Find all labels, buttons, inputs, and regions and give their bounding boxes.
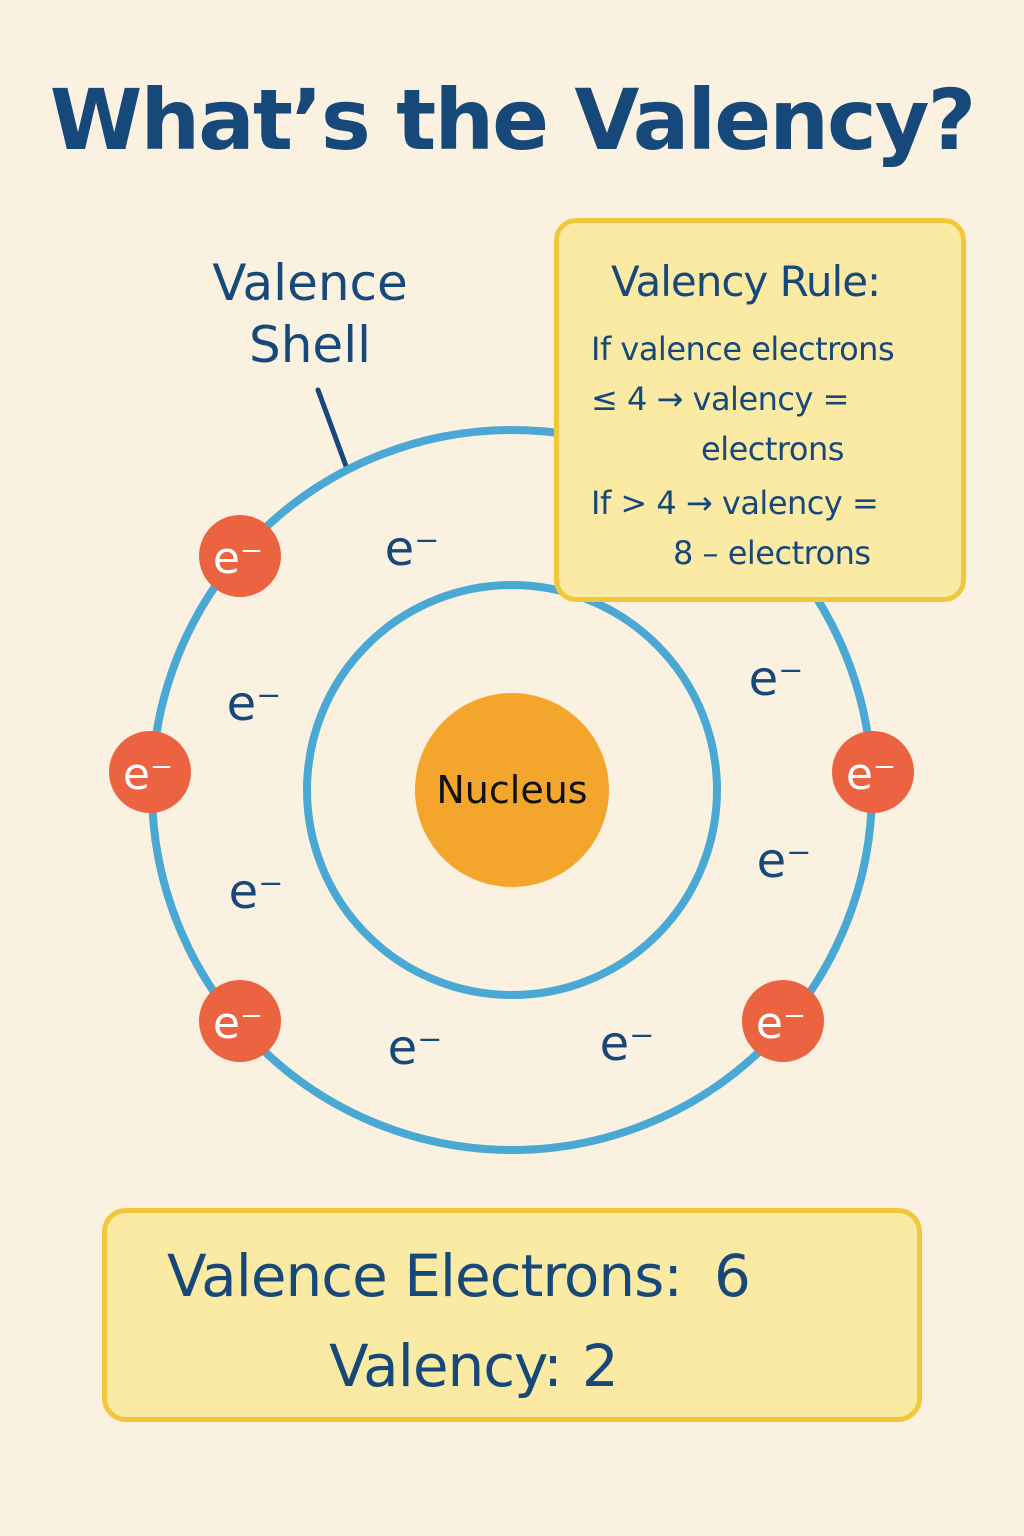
valency-rule-box: Valency Rule: If valence electrons ≤ 4 →…	[554, 218, 966, 602]
valence-shell-label-line2: Shell	[249, 316, 371, 374]
summary-box: Valence Electrons:6 Valency:2	[102, 1208, 922, 1422]
electron-label: e⁻	[385, 521, 440, 577]
valence-electron-label: e⁻	[123, 749, 173, 800]
electron-label: e⁻	[229, 864, 284, 920]
valence-electron-label: e⁻	[213, 998, 263, 1049]
valence-electrons: e⁻ e⁻ e⁻ e⁻ e⁻	[109, 515, 914, 1062]
valence-shell-pointer	[315, 387, 349, 469]
page-title: What’s the Valency?	[49, 71, 977, 169]
valence-electron-label: e⁻	[756, 998, 806, 1049]
electron-label: e⁻	[600, 1016, 655, 1072]
electron-label: e⁻	[227, 676, 282, 732]
valence-electrons-value: 6	[713, 1242, 751, 1310]
valence-electron-circle	[199, 980, 281, 1062]
valence-electron-circle	[742, 980, 824, 1062]
valence-electron-label: e⁻	[213, 533, 263, 584]
valency-rule-line-1: If valence electrons	[591, 330, 895, 368]
electron-label: e⁻	[757, 833, 812, 889]
electron-label: e⁻	[749, 651, 804, 707]
valency-value: 2	[581, 1332, 619, 1400]
nucleus-label: Nucleus	[436, 768, 587, 812]
valence-electron-circle	[109, 731, 191, 813]
valency-rule-line-5: 8 – electrons	[673, 534, 871, 572]
inner-shell	[303, 581, 721, 999]
valence-electrons-label: Valence Electrons:	[167, 1242, 683, 1310]
valence-electron-label: e⁻	[846, 749, 896, 800]
valency-label: Valency:	[329, 1332, 563, 1400]
valency-rule-line-4: If > 4 → valency =	[591, 484, 879, 522]
valency-rule-title: Valency Rule:	[611, 257, 881, 306]
valency-rule-line-3: electrons	[701, 430, 844, 468]
electron-label: e⁻	[388, 1020, 443, 1076]
valency-row: Valency:2	[329, 1337, 619, 1395]
valence-shell-label-line1: Valence	[212, 254, 408, 312]
free-electrons: e⁻ e⁻ e⁻ e⁻ e⁻ e⁻ e⁻	[227, 521, 812, 1076]
valence-electron-circle	[199, 515, 281, 597]
nucleus	[415, 693, 609, 887]
valency-rule-line-2: ≤ 4 → valency =	[591, 380, 849, 418]
valence-electron-circle	[832, 731, 914, 813]
valence-electrons-row: Valence Electrons:6	[167, 1247, 751, 1305]
